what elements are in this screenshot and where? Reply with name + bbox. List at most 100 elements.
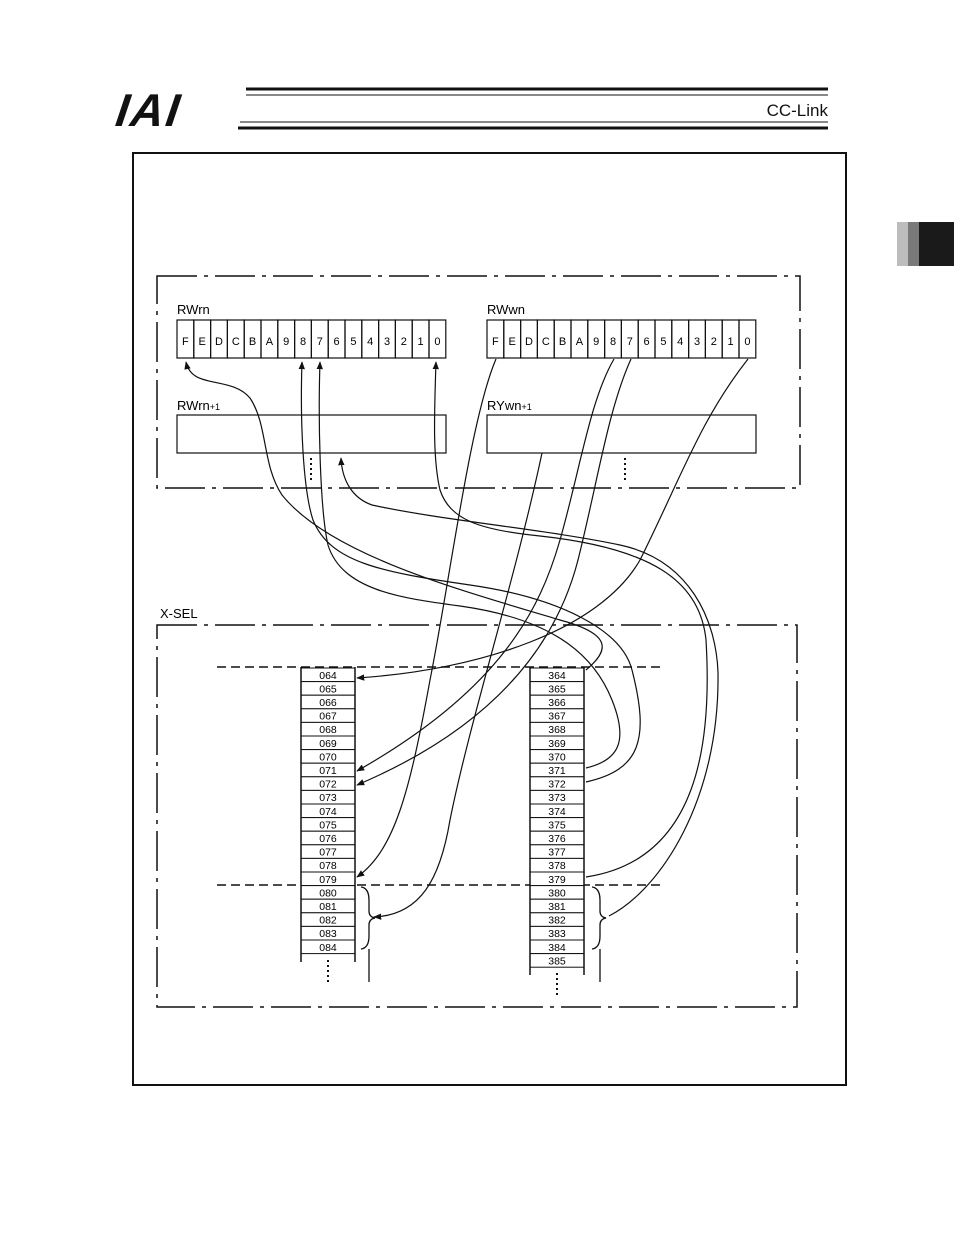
rwwn-bit-label: 2 — [711, 336, 717, 348]
rwwn-bit-label: 6 — [644, 336, 650, 348]
header-rules — [238, 89, 828, 128]
rwwn-bit-label: 7 — [627, 336, 633, 348]
output-port-label: 384 — [548, 942, 566, 954]
rwrn-bit-label: E — [199, 336, 206, 348]
rwwn-label: RWwn — [487, 302, 525, 317]
curve-rwwn-bitF-to-079 — [357, 359, 496, 877]
input-port-label: 072 — [319, 779, 337, 791]
rywn1-label: RYwn+1 — [487, 398, 532, 413]
rwrn-bit-label: D — [215, 336, 223, 348]
output-port-label: 371 — [548, 765, 566, 777]
rwwn-bit-label: 1 — [728, 336, 734, 348]
cclink-region — [157, 276, 800, 488]
input-port-label: 081 — [319, 901, 337, 913]
rwrn-bit-label: 1 — [418, 336, 424, 348]
rwwn-bit-label: 9 — [593, 336, 599, 348]
output-port-label: 375 — [548, 819, 566, 831]
rywn1-register — [487, 415, 756, 453]
input-port-label: 070 — [319, 751, 337, 763]
rwrn-bit-label: 4 — [367, 336, 373, 348]
xsel-label: X-SEL — [160, 606, 198, 621]
input-port-label: 083 — [319, 928, 337, 940]
input-port-label: 082 — [319, 915, 337, 927]
section-title: CC-Link — [767, 101, 829, 120]
rwrn-label: RWrn — [177, 302, 210, 317]
rwrn-bit-register: FEDCBA9876543210 — [177, 320, 446, 358]
input-port-label: 080 — [319, 887, 337, 899]
output-port-label: 369 — [548, 738, 566, 750]
rwwn-bit-label: 8 — [610, 336, 616, 348]
rywn1-suffix: +1 — [521, 402, 531, 412]
rwwn-bit-label: 0 — [744, 336, 750, 348]
logo: IAI — [113, 84, 185, 136]
output-port-label: 379 — [548, 874, 566, 886]
input-port-list: 0640650660670680690700710720730740750760… — [301, 668, 355, 954]
rwrn-bit-label: 8 — [300, 336, 306, 348]
header: IAI CC-Link — [113, 84, 829, 136]
input-port-label: 084 — [319, 942, 337, 954]
outer-frame — [133, 153, 846, 1085]
input-port-label: 066 — [319, 697, 337, 709]
rwrn1-suffix: +1 — [210, 402, 220, 412]
chapter-tab — [897, 222, 954, 266]
input-port-label: 071 — [319, 765, 337, 777]
rwwn-bit-label: C — [542, 336, 550, 348]
output-port-label: 373 — [548, 792, 566, 804]
rwrn1-label: RWrn+1 — [177, 398, 220, 413]
input-port-label: 075 — [319, 819, 337, 831]
rwrn-bit-label: 9 — [283, 336, 289, 348]
output-port-label: 385 — [548, 955, 566, 967]
curve-rwwn-bit0-to-064 — [357, 359, 748, 678]
output-port-label: 383 — [548, 928, 566, 940]
brace-input — [361, 887, 375, 982]
rwrn-bit-label: C — [232, 336, 240, 348]
curve-rwrn-bitF — [186, 362, 602, 670]
output-port-label: 378 — [548, 860, 566, 872]
input-port-label: 079 — [319, 874, 337, 886]
input-port-label: 069 — [319, 738, 337, 750]
rwrn-bit-label: 3 — [384, 336, 390, 348]
output-port-label: 380 — [548, 887, 566, 899]
output-port-label: 370 — [548, 751, 566, 763]
output-port-label: 372 — [548, 779, 566, 791]
output-port-label: 367 — [548, 711, 566, 723]
rwrn1-register — [177, 415, 446, 453]
rwrn-bit-label: 2 — [401, 336, 407, 348]
mapping-curves — [186, 359, 748, 917]
output-port-label: 365 — [548, 683, 566, 695]
output-port-label: 382 — [548, 915, 566, 927]
rwwn-bit-label: E — [509, 336, 516, 348]
input-port-label: 068 — [319, 724, 337, 736]
brace-output — [592, 887, 606, 982]
rwrn1-name: RWrn — [177, 398, 210, 413]
rwwn-bit-label: D — [525, 336, 533, 348]
rwrn-bit-label: 6 — [334, 336, 340, 348]
rwrn-bit-label: A — [266, 336, 274, 348]
input-port-label: 077 — [319, 847, 337, 859]
input-port-label: 076 — [319, 833, 337, 845]
rwwn-bit-label: 5 — [660, 336, 666, 348]
input-port-label: 064 — [319, 670, 337, 682]
rywn1-name: RYwn — [487, 398, 521, 413]
output-port-label: 374 — [548, 806, 566, 818]
rwrn-bit-label: B — [249, 336, 256, 348]
rwwn-bit-label: B — [559, 336, 566, 348]
output-port-label: 381 — [548, 901, 566, 913]
output-port-label: 368 — [548, 724, 566, 736]
rwwn-bit-label: 4 — [677, 336, 683, 348]
rwwn-bit-label: A — [576, 336, 584, 348]
input-port-label: 065 — [319, 683, 337, 695]
rwwn-bit-label: F — [492, 336, 499, 348]
output-port-label: 366 — [548, 697, 566, 709]
input-port-label: 074 — [319, 806, 337, 818]
rwrn-bit-label: F — [182, 336, 189, 348]
rwrn-bit-label: 0 — [434, 336, 440, 348]
output-port-label: 377 — [548, 847, 566, 859]
output-port-label: 376 — [548, 833, 566, 845]
rwwn-bit-register: FEDCBA9876543210 — [487, 320, 756, 358]
output-port-label: 364 — [548, 670, 566, 682]
input-port-label: 067 — [319, 711, 337, 723]
rwrn-bit-label: 7 — [317, 336, 323, 348]
